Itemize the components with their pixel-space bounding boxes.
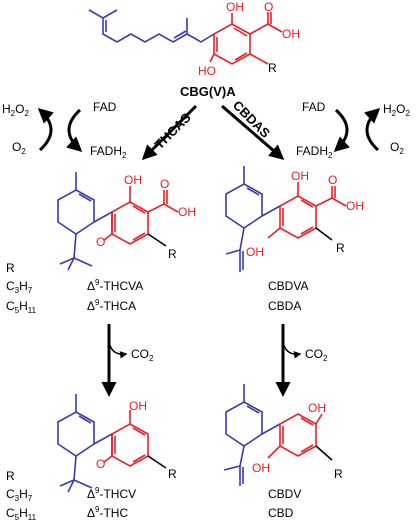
enzyme-thcas: THCAS bbox=[152, 110, 195, 153]
right-o2: O2 bbox=[390, 140, 404, 156]
cbgva-r-label: R bbox=[268, 61, 277, 75]
right-cycle-arc-outer bbox=[364, 107, 381, 152]
name-thcv: Δ9-THCV bbox=[87, 486, 136, 501]
right-cycle-arc-inner bbox=[333, 108, 350, 153]
cbgva-acid-o: O bbox=[264, 0, 273, 14]
left-h2o2: H2O2 bbox=[2, 102, 29, 118]
cbda-acid-o: O bbox=[328, 173, 337, 187]
right-h2o2: H2O2 bbox=[383, 102, 410, 118]
name-thcva: Δ9-THCVA bbox=[87, 278, 143, 293]
mid-c3h7: C3H7 bbox=[6, 279, 33, 295]
name-cbdva: CBDVA bbox=[268, 279, 308, 293]
cbgva-structure: OH HO O OH R bbox=[88, 0, 300, 78]
name-cbdv: CBDV bbox=[268, 487, 301, 501]
left-cycle-arc-inner bbox=[66, 108, 83, 153]
right-fadh2: FADH2 bbox=[296, 144, 333, 160]
cbd-structure: OH OH R bbox=[223, 384, 343, 486]
thc-ring-o: O bbox=[96, 457, 105, 471]
cbgva-ring bbox=[209, 12, 283, 65]
mid-c5h11: C5H11 bbox=[6, 299, 37, 315]
thcas-arrow: THCAS bbox=[141, 104, 198, 161]
middle-table: R C3H7 C5H11 Δ9-THCVA Δ9-THCA CBDVA CBDA bbox=[6, 261, 308, 315]
cbda-r: R bbox=[336, 241, 345, 255]
geranyl-chain bbox=[88, 9, 215, 43]
cbgva-acid-oh: OH bbox=[282, 27, 300, 41]
left-cycle-arc-outer bbox=[37, 107, 54, 152]
thca-oh: OH bbox=[124, 173, 142, 187]
right-fad: FAD bbox=[302, 100, 326, 114]
left-fad: FAD bbox=[93, 100, 117, 114]
name-cbd: CBD bbox=[268, 506, 294, 520]
thc-r: R bbox=[168, 467, 177, 481]
cbd-oh-left: OH bbox=[252, 461, 270, 475]
name-thca: Δ9-THCA bbox=[87, 298, 136, 313]
cbd-oh-top: OH bbox=[308, 401, 326, 415]
cbgva-oh-top: OH bbox=[226, 0, 244, 14]
thca-r: R bbox=[168, 247, 177, 261]
thca-acid-oh: OH bbox=[178, 205, 196, 219]
thca-acid-o: O bbox=[160, 177, 169, 191]
right-cofactor-cycle: FAD FADH2 H2O2 O2 bbox=[296, 100, 410, 160]
thca-ring-o: O bbox=[96, 235, 105, 249]
thca-structure: O OH O OH R bbox=[57, 172, 196, 271]
left-cofactor-cycle: FAD FADH2 H2O2 O2 bbox=[2, 100, 127, 160]
compound-name-cbgva: CBG(V)A bbox=[180, 84, 236, 99]
cbgva-oh-bottom: HO bbox=[198, 64, 216, 78]
cbda-oh-top: OH bbox=[291, 169, 309, 183]
left-o2: O2 bbox=[12, 140, 26, 156]
left-fadh2: FADH2 bbox=[90, 144, 127, 160]
co2-right: CO2 bbox=[305, 347, 328, 363]
cbda-structure: OH OH O OH R bbox=[225, 166, 364, 272]
thc-structure: O OH R bbox=[57, 394, 177, 493]
decarboxylation-left: CO2 bbox=[101, 324, 154, 397]
cbdas-arrow: CBDAS bbox=[221, 98, 285, 160]
cbd-r: R bbox=[334, 467, 343, 481]
name-cbda: CBDA bbox=[268, 299, 301, 313]
decarboxylation-right: CO2 bbox=[275, 324, 328, 397]
bot-c3h7: C3H7 bbox=[6, 487, 33, 503]
thc-oh: OH bbox=[129, 399, 147, 413]
cbda-acid-oh: OH bbox=[346, 199, 364, 213]
bot-r-header: R bbox=[6, 469, 15, 483]
bottom-table: R C3H7 C5H11 Δ9-THCV Δ9-THC CBDV CBD bbox=[6, 469, 301, 522]
cbda-oh-left: OH bbox=[246, 245, 264, 259]
bot-c5h11: C5H11 bbox=[6, 506, 37, 522]
co2-left: CO2 bbox=[131, 347, 154, 363]
mid-r-header: R bbox=[6, 261, 15, 275]
name-thc: Δ9-THC bbox=[87, 505, 128, 520]
